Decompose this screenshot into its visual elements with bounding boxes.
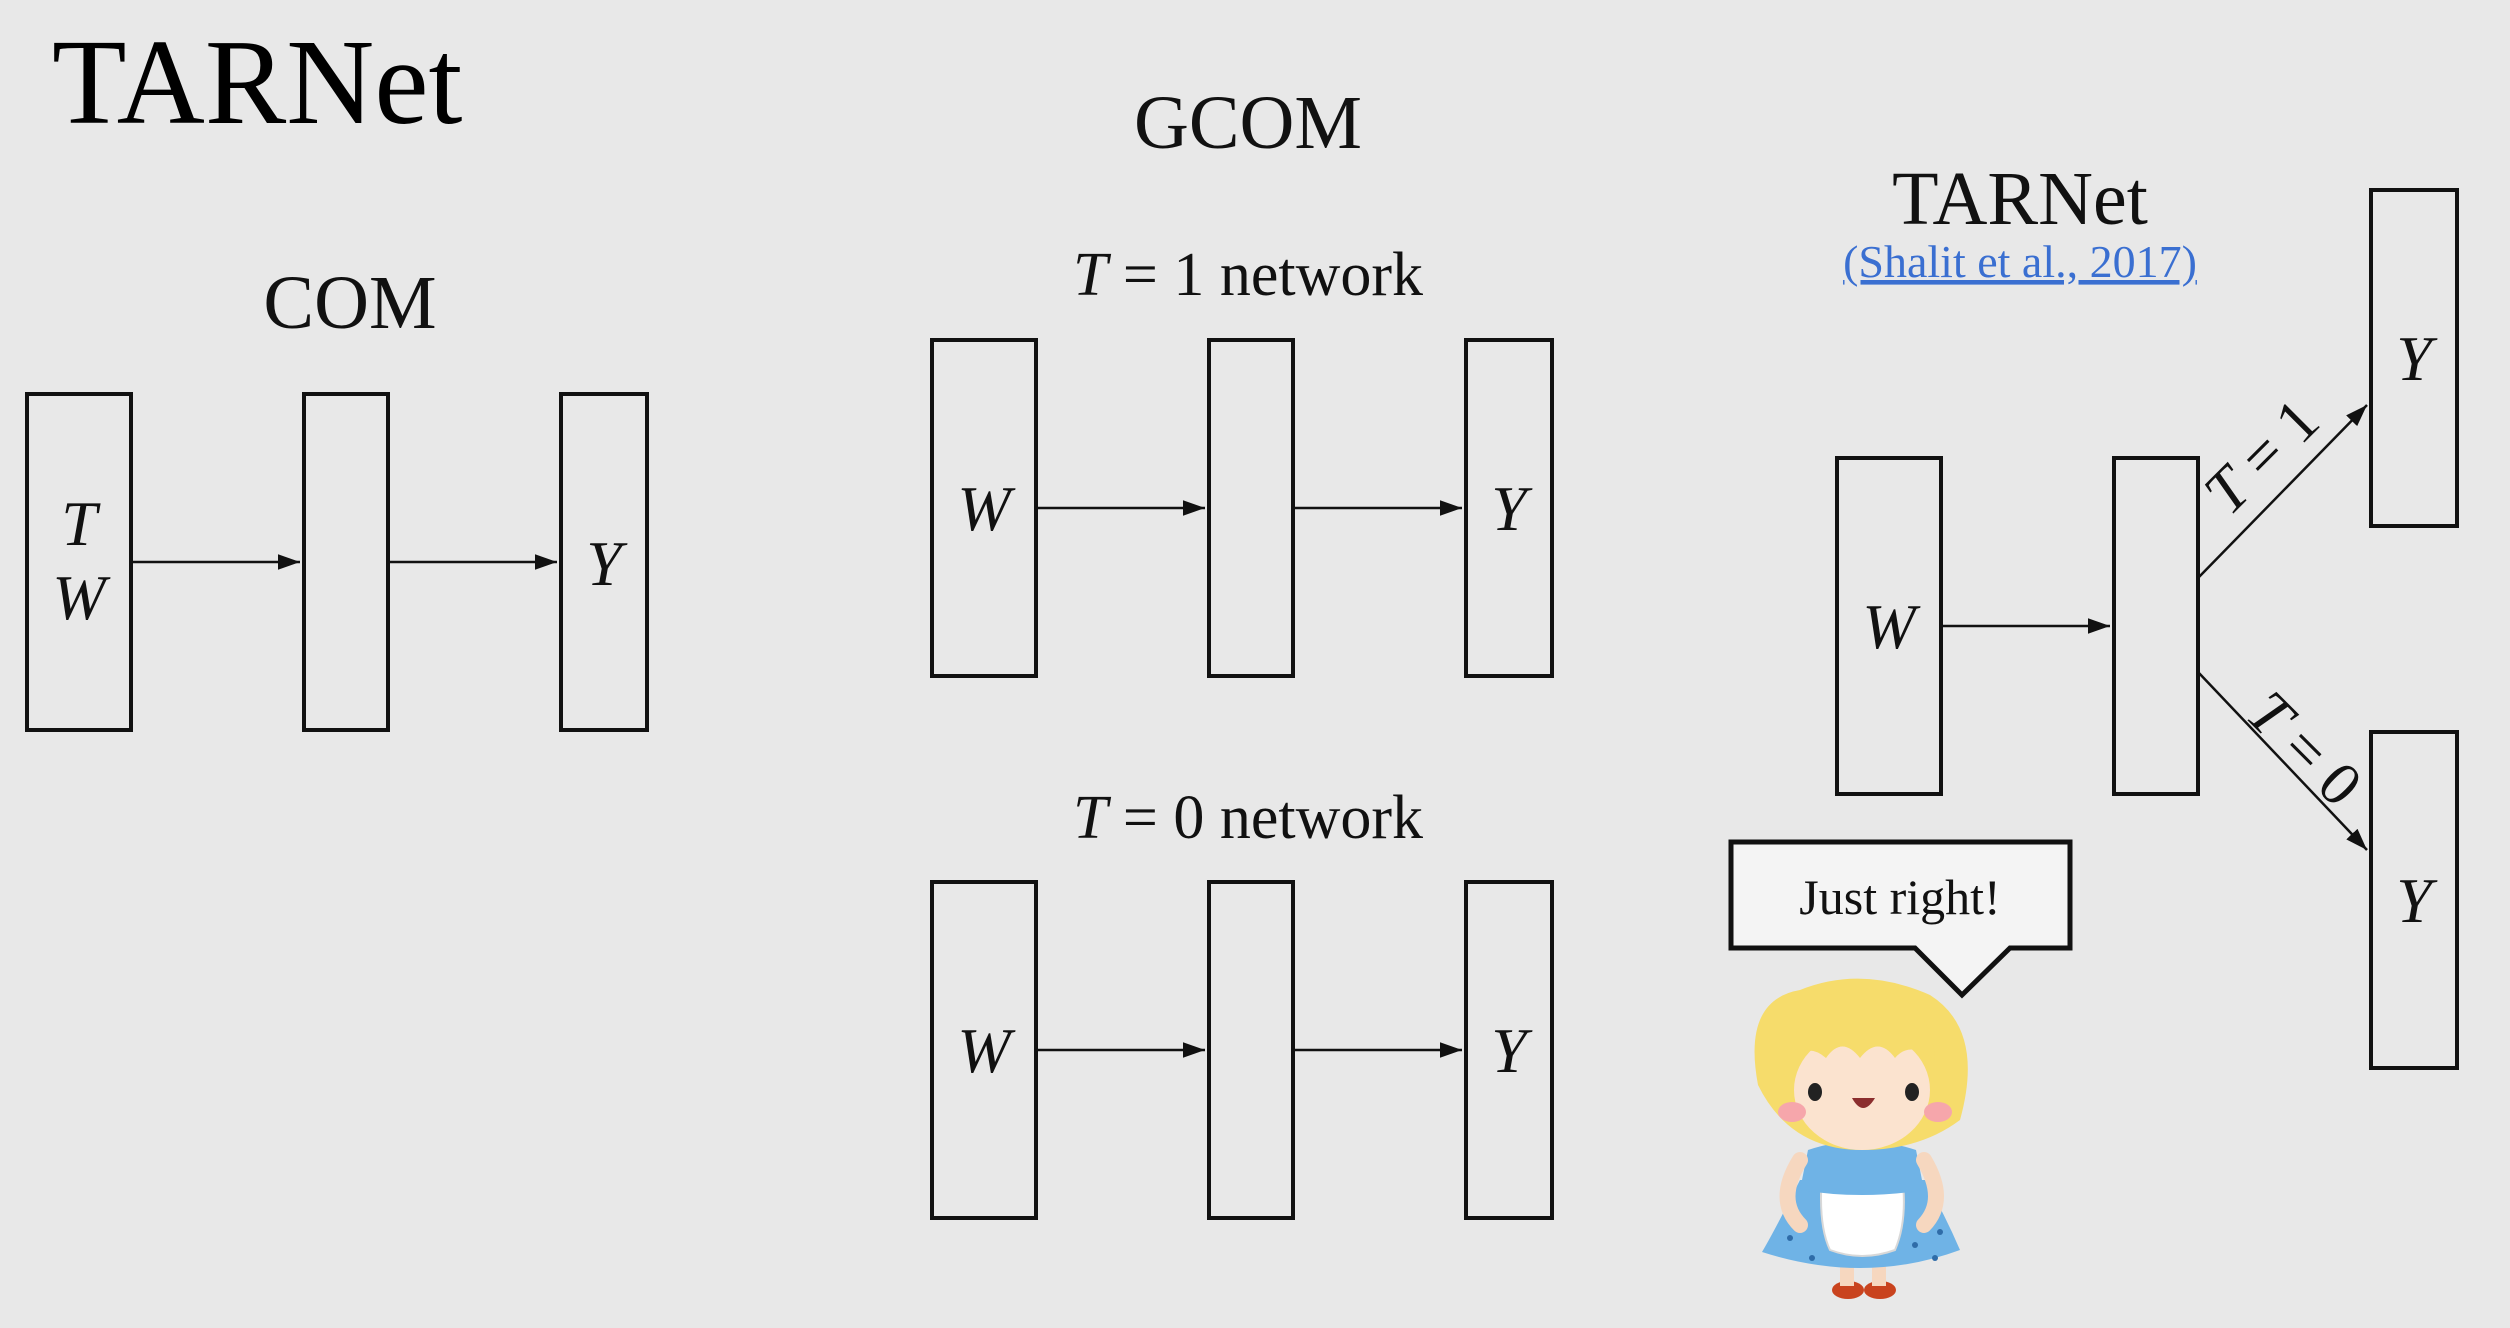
gcom-t0-output-label: Y [1491, 1015, 1533, 1086]
gcom-t1-subtitle: T = 1 network [1073, 241, 1423, 309]
gcom-t0-input-label: W [957, 1015, 1016, 1086]
tarnet-input-label: W [1862, 591, 1921, 662]
tarnet-branch-top-label: T = 1 [2191, 386, 2332, 527]
speech-bubble-text: Just right! [1799, 869, 2000, 925]
gcom-t1-hidden-box [1207, 338, 1295, 678]
gcom-t0-hidden-box [1207, 880, 1295, 1220]
com-input-label-w: W [52, 562, 111, 633]
tarnet-output-top-label: Y [2396, 323, 2438, 394]
tarnet-output-top-box [2369, 188, 2459, 528]
tarnet-shared-box [2112, 456, 2200, 796]
tarnet-output-bottom-box [2369, 730, 2459, 1070]
gcom-t1-output-box [1464, 338, 1554, 678]
tarnet-output-bottom-label: Y [2396, 865, 2438, 936]
tarnet-diagram: TARNet (Shalit et al., 2017) W Y Y T = 1… [1835, 157, 2459, 1070]
gcom-t1-output-label: Y [1491, 473, 1533, 544]
gcom-t0-subtitle: T = 0 network [1073, 784, 1423, 852]
tarnet-heading: TARNet [1892, 157, 2148, 241]
com-heading: COM [263, 261, 436, 345]
com-output-box [559, 392, 649, 732]
com-input-label-t: T [61, 488, 101, 559]
com-output-label: Y [586, 528, 628, 599]
goldilocks-character-icon [1754, 978, 1968, 1299]
gcom-t0-output-box [1464, 880, 1554, 1220]
tarnet-citation-link[interactable]: (Shalit et al., 2017) [1843, 236, 2197, 287]
slide-title: TARNet [52, 15, 462, 150]
tarnet-edge-branch-bottom [2197, 671, 2368, 851]
tarnet-edge-branch-top [2197, 404, 2368, 579]
com-diagram: COM T W Y [25, 261, 649, 732]
gcom-t1-input-label: W [957, 473, 1016, 544]
com-hidden-box [302, 392, 390, 732]
tarnet-branch-bottom-label: T = 0 [2234, 678, 2375, 819]
speech-bubble: Just right! [1728, 839, 2073, 999]
gcom-diagram: GCOM T = 1 network W Y T = 0 network W Y [930, 81, 1554, 1220]
gcom-heading: GCOM [1134, 81, 1362, 165]
